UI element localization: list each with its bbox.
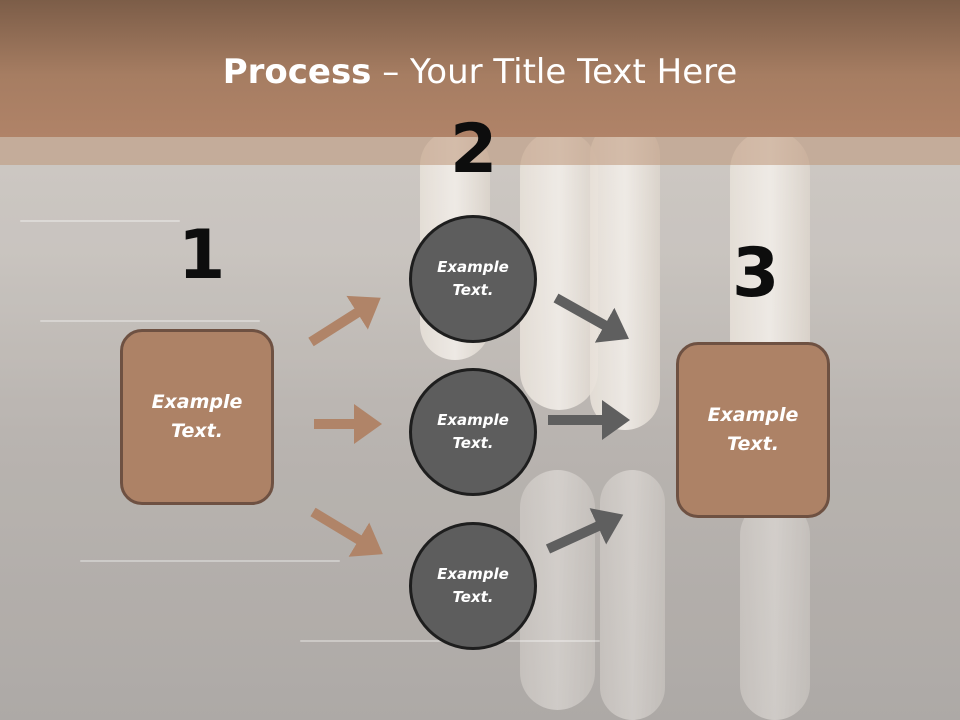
step-1-box: Example Text. (120, 329, 274, 505)
title-strip (0, 137, 960, 165)
step-number-2: 2 (450, 110, 498, 189)
step-2-circle-top: Example Text. (409, 215, 537, 343)
step-number-1: 1 (178, 216, 226, 295)
title-rest: – Your Title Text Here (371, 52, 738, 92)
step-2-circle-middle: Example Text. (409, 368, 537, 496)
arrow-from-circle-top (553, 293, 629, 343)
title-band (0, 0, 960, 137)
arrow-from-circle-bottom (545, 508, 624, 554)
circle-middle-text: Example Text. (437, 411, 509, 452)
step-3-text: Example Text. (707, 404, 799, 455)
step-2-circle-bottom: Example Text. (409, 522, 537, 650)
arrow-to-circle-bottom (310, 507, 383, 557)
step-number-3: 3 (732, 234, 780, 313)
title-bold: Process (222, 52, 372, 92)
circle-bottom-text: Example Text. (437, 565, 509, 606)
step-1-text: Example Text. (151, 391, 243, 442)
step-3-box: Example Text. (676, 342, 830, 518)
arrow-to-circle-top (308, 295, 381, 347)
slide-title: Process – Your Title Text Here (0, 52, 960, 92)
circle-top-text: Example Text. (437, 258, 509, 299)
